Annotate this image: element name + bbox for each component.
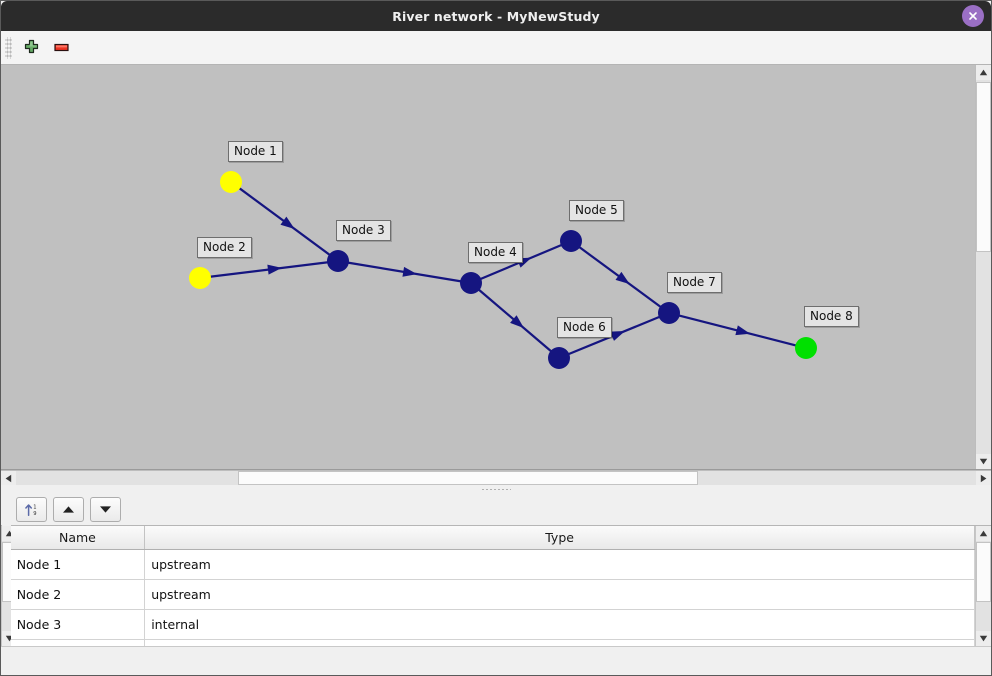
scroll-up-arrow-icon[interactable] bbox=[976, 526, 991, 541]
graph-edge-arrow-icon bbox=[615, 271, 630, 285]
splitter-grip-icon bbox=[481, 488, 511, 491]
table-cell[interactable]: Node 3 bbox=[10, 609, 146, 640]
svg-text:1: 1 bbox=[33, 505, 36, 511]
graph-edge-arrow-icon bbox=[280, 216, 295, 230]
canvas-horizontal-scrollbar[interactable] bbox=[1, 470, 991, 485]
scroll-down-arrow-icon[interactable] bbox=[976, 631, 991, 646]
svg-text:9: 9 bbox=[33, 511, 36, 517]
status-bar bbox=[1, 646, 991, 675]
graph-node[interactable] bbox=[548, 347, 570, 369]
table-cell[interactable]: upstream bbox=[144, 549, 975, 580]
scroll-left-arrow-icon[interactable] bbox=[1, 471, 16, 485]
graph-nodes-layer bbox=[189, 171, 817, 369]
window-title: River network - MyNewStudy bbox=[392, 8, 600, 24]
graph-node[interactable] bbox=[327, 250, 349, 272]
table-cell[interactable]: upstream bbox=[144, 579, 975, 610]
main-toolbar bbox=[1, 31, 991, 65]
canvas-vscroll-thumb[interactable] bbox=[976, 82, 991, 252]
remove-minus-icon[interactable] bbox=[46, 34, 76, 62]
graph-edge-arrow-icon bbox=[735, 325, 751, 336]
add-plus-icon[interactable] bbox=[16, 34, 46, 62]
arrow-up-icon[interactable] bbox=[52, 497, 84, 522]
column-header-type[interactable]: Type bbox=[144, 526, 975, 550]
nodes-toolbar: 1 9 bbox=[10, 494, 991, 525]
table-cell[interactable]: Node 4 bbox=[10, 639, 146, 646]
canvas-hscroll-thumb[interactable] bbox=[238, 471, 698, 485]
scroll-right-arrow-icon[interactable] bbox=[976, 471, 991, 485]
graph-node[interactable] bbox=[658, 302, 680, 324]
close-icon[interactable] bbox=[962, 5, 984, 27]
scroll-up-arrow-icon[interactable] bbox=[976, 65, 991, 80]
window-titlebar: River network - MyNewStudy bbox=[1, 1, 991, 31]
table-cell[interactable]: Node 1 bbox=[10, 549, 146, 580]
column-header-name[interactable]: Name bbox=[10, 526, 146, 550]
graph-node[interactable] bbox=[460, 272, 482, 294]
graph-edge-arrow-icon bbox=[610, 330, 626, 341]
graph-node[interactable] bbox=[189, 267, 211, 289]
graph-edge-arrow-icon bbox=[402, 266, 418, 277]
table-cell[interactable]: internal bbox=[144, 639, 975, 646]
arrow-down-icon[interactable] bbox=[89, 497, 121, 522]
scroll-down-arrow-icon[interactable] bbox=[976, 454, 991, 469]
graph-edge-arrow-icon bbox=[516, 257, 532, 268]
canvas-tables-splitter[interactable] bbox=[1, 485, 991, 494]
nodes-table-vertical-scrollbar[interactable] bbox=[975, 526, 991, 646]
river-network-graph[interactable] bbox=[1, 65, 977, 469]
graph-node[interactable] bbox=[560, 230, 582, 252]
graph-node[interactable] bbox=[795, 337, 817, 359]
graph-edges-layer bbox=[209, 187, 797, 356]
graph-edge-arrow-icon bbox=[510, 315, 524, 329]
nodes-vscroll-thumb[interactable] bbox=[976, 542, 991, 602]
graph-edge-arrow-icon bbox=[267, 264, 282, 275]
sort-ascending-icon[interactable]: 1 9 bbox=[15, 497, 47, 522]
table-cell[interactable]: Node 2 bbox=[10, 579, 146, 610]
toolbar-drag-handle[interactable] bbox=[5, 36, 12, 59]
canvas-vertical-scrollbar[interactable] bbox=[975, 65, 991, 469]
table-cell[interactable]: internal bbox=[144, 609, 975, 640]
nodes-table-row[interactable]: Node 4internal bbox=[10, 639, 975, 646]
graph-node[interactable] bbox=[220, 171, 242, 193]
